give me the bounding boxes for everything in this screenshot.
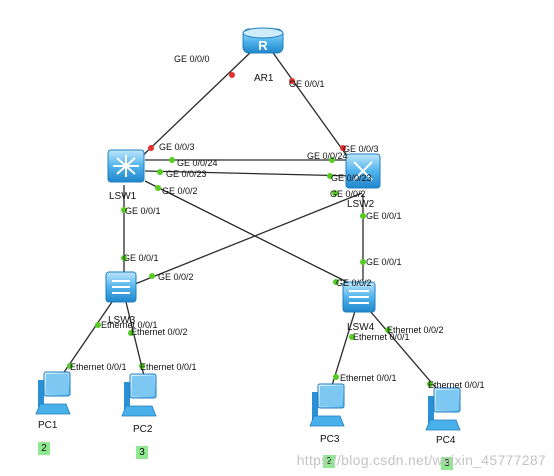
port-label: GE 0/0/2 bbox=[158, 272, 194, 282]
switch-lsw4[interactable]: LSW4 bbox=[342, 281, 376, 333]
port-label: Ethernet 0/0/1 bbox=[140, 362, 197, 372]
watermark: https://blog.csdn.net/weixin_45777287 bbox=[296, 452, 546, 468]
port-dot bbox=[148, 145, 154, 151]
pc-icon bbox=[121, 373, 157, 417]
port-dot bbox=[333, 279, 339, 285]
port-dot bbox=[327, 173, 333, 179]
switch-lsw3[interactable]: LSW3 bbox=[105, 271, 137, 326]
port-label: GE 0/0/23 bbox=[331, 173, 372, 183]
router-ar1[interactable]: R AR1 bbox=[242, 27, 284, 84]
port-dot bbox=[155, 185, 161, 191]
device-label-pc1: PC1 bbox=[38, 420, 58, 431]
port-dot bbox=[329, 157, 335, 163]
device-label-lsw4: LSW4 bbox=[347, 322, 375, 333]
port-dot bbox=[149, 273, 155, 279]
port-dot bbox=[169, 157, 175, 163]
link-lsw1-lsw4 bbox=[144, 180, 356, 287]
port-label: GE 0/0/24 bbox=[177, 158, 218, 168]
device-label-ar1: AR1 bbox=[254, 73, 274, 84]
port-label: Ethernet 0/0/1 bbox=[340, 373, 397, 383]
vlan-badge-pc3: 2 bbox=[323, 455, 335, 468]
port-dot bbox=[349, 334, 355, 340]
port-label: GE 0/0/23 bbox=[166, 169, 207, 179]
device-label-pc4: PC4 bbox=[436, 435, 456, 446]
port-dot bbox=[67, 363, 73, 369]
port-label: Ethernet 0/0/2 bbox=[387, 325, 444, 335]
port-label: GE 0/0/2 bbox=[162, 186, 198, 196]
link-lsw3-pc2 bbox=[125, 301, 147, 385]
port-label: GE 0/0/1 bbox=[123, 253, 159, 263]
pc-icon bbox=[35, 371, 71, 415]
device-label-lsw1: LSW1 bbox=[109, 191, 137, 202]
port-label: GE 0/0/0 bbox=[174, 54, 210, 64]
router-icon: R bbox=[242, 27, 284, 54]
link-lsw3-pc1 bbox=[55, 301, 113, 385]
port-dot bbox=[427, 381, 433, 387]
port-label: GE 0/0/2 bbox=[336, 278, 372, 288]
port-dot bbox=[121, 255, 127, 261]
vlan-badge-pc2: 3 bbox=[136, 446, 148, 459]
port-label: GE 0/0/1 bbox=[366, 211, 402, 221]
port-dot bbox=[360, 213, 366, 219]
port-label: Ethernet 0/0/1 bbox=[101, 320, 158, 330]
port-label: GE 0/0/1 bbox=[366, 257, 402, 267]
pc-pc2[interactable]: PC2 bbox=[121, 373, 157, 435]
device-label-pc3: PC3 bbox=[320, 434, 340, 445]
port-dot bbox=[385, 327, 391, 333]
link-lsw1-lsw2-g023 bbox=[144, 170, 356, 177]
pc-icon bbox=[425, 387, 461, 431]
port-label: Ethernet 0/0/2 bbox=[131, 327, 188, 337]
port-label: Ethernet 0/0/1 bbox=[428, 380, 485, 390]
port-dot bbox=[289, 78, 295, 84]
switch-lsw2[interactable]: LSW2 bbox=[345, 153, 381, 210]
switch-lsw1[interactable]: LSW1 bbox=[107, 149, 145, 202]
port-dot bbox=[128, 330, 134, 336]
port-label: GE 0/0/1 bbox=[125, 206, 161, 216]
links bbox=[55, 49, 443, 396]
port-label: GE 0/0/1 bbox=[289, 79, 325, 89]
port-dot bbox=[157, 169, 163, 175]
switch-icon bbox=[107, 149, 145, 183]
vlan-badge-pc1: 2 bbox=[38, 442, 50, 455]
port-dot bbox=[340, 145, 346, 151]
port-label: GE 0/0/2 bbox=[330, 189, 366, 199]
port-dot bbox=[333, 374, 339, 380]
device-label-lsw3: LSW3 bbox=[108, 315, 136, 326]
device-label-lsw2: LSW2 bbox=[347, 199, 375, 210]
port-label: Ethernet 0/0/1 bbox=[70, 362, 127, 372]
port-dot bbox=[360, 259, 366, 265]
link-ar1-lsw1 bbox=[134, 49, 254, 164]
link-lsw2-lsw3 bbox=[134, 192, 363, 285]
pc-pc1[interactable]: PC1 bbox=[35, 371, 71, 431]
svg-text:R: R bbox=[258, 38, 268, 53]
port-dots bbox=[67, 72, 433, 387]
pc-icon bbox=[309, 383, 345, 427]
switch-icon bbox=[105, 271, 137, 303]
device-label-pc2: PC2 bbox=[133, 424, 153, 435]
link-ar1-lsw2 bbox=[270, 49, 353, 164]
port-label: GE 0/0/3 bbox=[343, 144, 379, 154]
port-label: GE 0/0/3 bbox=[159, 142, 195, 152]
port-dot bbox=[121, 207, 127, 213]
port-label: GE 0/0/24 bbox=[307, 151, 348, 161]
pc-pc3[interactable]: PC3 bbox=[309, 383, 345, 445]
pc-pc4[interactable]: PC4 bbox=[425, 387, 461, 446]
vlan-badge-pc4: 3 bbox=[441, 457, 453, 470]
port-dot bbox=[229, 72, 235, 78]
switch-icon bbox=[345, 153, 381, 189]
port-label: Ethernet 0/0/1 bbox=[353, 332, 410, 342]
port-dot bbox=[139, 363, 145, 369]
port-dot bbox=[95, 322, 101, 328]
switch-icon bbox=[342, 281, 376, 313]
port-dot bbox=[332, 190, 338, 196]
port-labels: GE 0/0/0 GE 0/0/1 GE 0/0/3 GE 0/0/24 GE … bbox=[70, 54, 485, 390]
